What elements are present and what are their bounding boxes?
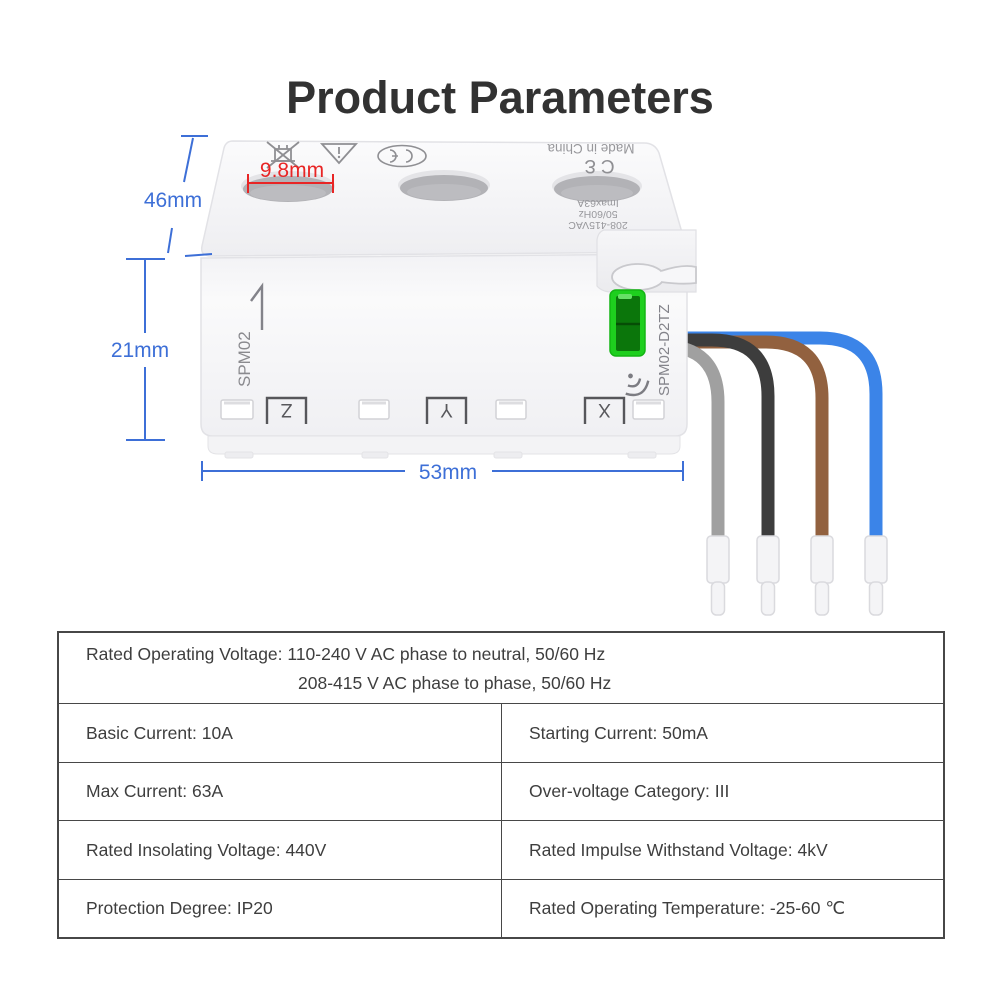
model-code-label: SPM02-D2TZ (656, 304, 673, 396)
spec-voltage-cell: Rated Operating Voltage: 110-240 V AC ph… (59, 633, 943, 703)
wire-ferrules (706, 535, 888, 616)
wire-brown (650, 335, 829, 538)
spoon-recess-icon (611, 263, 697, 291)
terminal-z-label: Z (280, 399, 292, 420)
spec-insolating-voltage: Rated Insolating Voltage: 440V (59, 820, 501, 879)
dimension-46mm-label: 46mm (144, 189, 202, 212)
spec-voltage-line1: Rated Operating Voltage: 110-240 V AC ph… (86, 644, 606, 664)
weee-bin-icon (266, 141, 300, 169)
spec-starting-current: Starting Current: 50mA (501, 703, 943, 762)
spec-basic-current: Basic Current: 10A (59, 703, 501, 762)
hole-3 (552, 171, 642, 202)
dimension-53mm-label: 53mm (419, 461, 477, 484)
mount-block (596, 229, 697, 293)
rating-label: 208-415VAC 50/60Hz Imax63A (568, 197, 628, 231)
model-label: SPM02 (235, 331, 254, 387)
spec-max-current: Max Current: 63A (59, 762, 501, 820)
ce-mark-label: CƐ (579, 155, 614, 176)
terminal-boxes (265, 396, 626, 424)
wire-black (650, 333, 775, 538)
dimension-98mm (247, 174, 334, 193)
svg-text:50/60Hz: 50/60Hz (578, 208, 617, 220)
cert-mark-icon (377, 144, 427, 168)
spec-impulse-voltage: Rated Impulse Withstand Voltage: 4kV (501, 820, 943, 879)
spec-table: Rated Operating Voltage: 110-240 V AC ph… (57, 631, 945, 939)
connector-green (609, 289, 646, 357)
made-in-china-label: Made in China (547, 141, 635, 156)
wire-blue (650, 331, 883, 538)
spec-overvoltage-category: Over-voltage Category: III (501, 762, 943, 820)
terminal-slots (220, 399, 665, 420)
spec-operating-temperature: Rated Operating Temperature: -25-60 ℃ (501, 879, 943, 937)
terminal-y-label: Y (440, 399, 453, 420)
front-prints: SPM02 SPM02-D2TZ Z Y X (220, 282, 673, 424)
svg-text:208-415VAC: 208-415VAC (568, 219, 628, 231)
device-front-face (200, 253, 688, 459)
dimension-98mm-label: 9.8mm (260, 159, 324, 182)
product-illustration: Made in China CƐ 208-415VAC 50/60Hz Imax… (0, 110, 1000, 630)
svg-text:Imax63A: Imax63A (577, 197, 618, 209)
arrow-mark (250, 282, 264, 330)
dimension-21mm-label: 21mm (111, 339, 169, 362)
wifi-icon (625, 373, 650, 397)
terminal-x-label: X (598, 399, 611, 420)
dimension-46mm (167, 135, 213, 257)
warning-triangle-icon (319, 143, 359, 165)
page-title: Product Parameters (286, 72, 714, 124)
dimension-53mm (201, 461, 684, 481)
spec-voltage-line2: 208-415 V AC phase to phase, 50/60 Hz (298, 673, 612, 693)
spec-protection-degree: Protection Degree: IP20 (59, 879, 501, 937)
hole-2 (398, 170, 490, 201)
device-svg: Made in China CƐ 208-415VAC 50/60Hz Imax… (111, 135, 888, 616)
dimension-21mm (126, 258, 165, 441)
